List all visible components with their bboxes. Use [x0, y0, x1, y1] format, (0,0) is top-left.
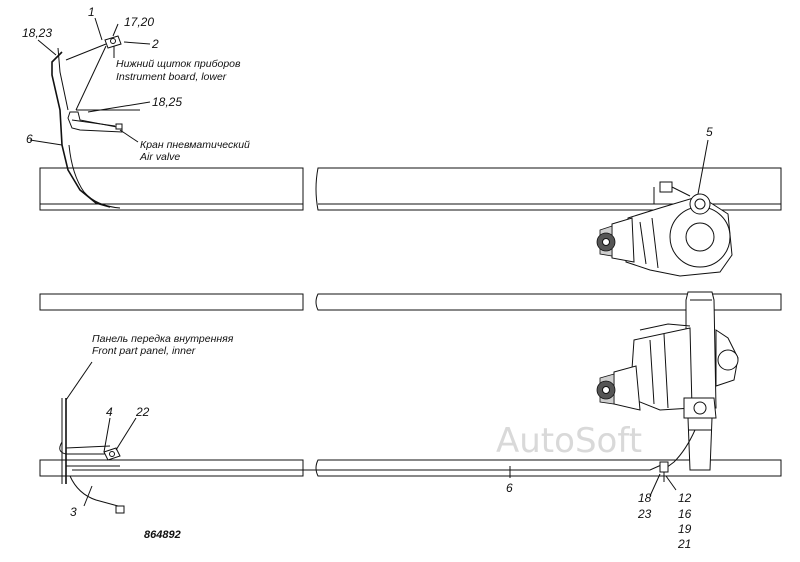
- callout-23-bottom: 23: [637, 507, 652, 521]
- note-instrument-board-en: Instrument board, lower: [116, 71, 227, 83]
- leader-lines-top-left: [29, 17, 151, 146]
- frame-beam-mid-left: [39, 293, 304, 311]
- note-front-panel-ru: Панель передка внутренняя: [92, 333, 234, 345]
- callout-6-bottom: 6: [506, 481, 513, 495]
- frame-beam-bottom-right: [315, 459, 782, 477]
- hose-top: [68, 109, 140, 209]
- callout-18-23-top: 18,23: [22, 26, 52, 40]
- callout-21: 21: [677, 537, 691, 551]
- callout-2: 2: [151, 37, 159, 51]
- callout-19: 19: [678, 522, 692, 536]
- callout-16: 16: [678, 507, 692, 521]
- leader-lines-bottom: [65, 361, 677, 507]
- callout-5: 5: [706, 125, 713, 139]
- callout-4: 4: [106, 405, 113, 419]
- callout-22: 22: [135, 405, 150, 419]
- callout-12: 12: [678, 491, 692, 505]
- watermark: AutoSoft: [496, 421, 642, 461]
- connector-bottom-right: [659, 461, 669, 482]
- callout-3: 3: [70, 505, 77, 519]
- note-air-valve-ru: Кран пневматический: [140, 139, 250, 151]
- pto-assembly-bottom: [596, 291, 739, 471]
- frame-beam-top-left: [39, 167, 304, 211]
- pto-assembly-top: [596, 181, 733, 277]
- callout-18-bottom: 18: [638, 491, 652, 505]
- instrument-board-bracket: [104, 35, 122, 49]
- front-panel-inner: [61, 398, 67, 484]
- note-front-panel-en: Front part panel, inner: [92, 345, 196, 357]
- hose-bottom: [59, 441, 669, 514]
- callout-6-top: 6: [26, 132, 33, 146]
- callout-1: 1: [88, 5, 95, 19]
- callout-18-25: 18,25: [152, 95, 182, 109]
- note-air-valve-en: Air valve: [139, 151, 180, 163]
- air-valve-bracket: [67, 111, 123, 133]
- leader-line-5: [697, 139, 709, 195]
- frame-beam-bottom-left: [39, 459, 304, 477]
- note-instrument-board-ru: Нижний щиток приборов: [116, 58, 241, 70]
- drawing-code: 864892: [144, 529, 181, 541]
- callout-17-20: 17,20: [124, 15, 154, 29]
